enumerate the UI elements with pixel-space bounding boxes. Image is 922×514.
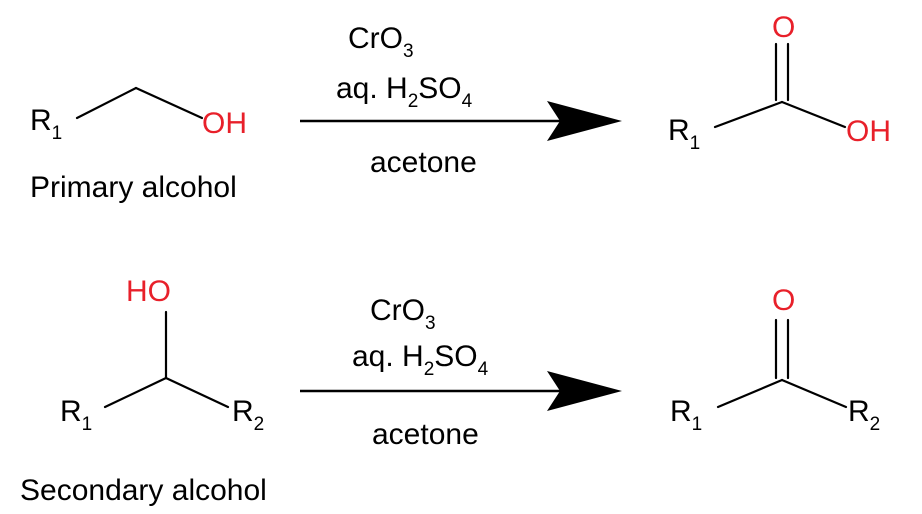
bond [716,378,784,409]
bond [164,376,230,409]
r1-label: R1 [670,395,702,435]
hydroxyl-label: HO [126,275,171,308]
carbonyl-oxygen-label: O [772,284,795,317]
reaction-arrow [300,101,622,141]
reagent-cro3: CrO3 [348,22,414,62]
bond [134,86,204,120]
bond [103,376,168,409]
bond [75,86,138,120]
primary-alcohol-label: Primary alcohol [30,171,237,204]
reagents-primary: CrO3 aq. H2SO4 acetone [336,22,477,179]
reagent-h2so4: aq. H2SO4 [352,340,489,380]
reagents-secondary: CrO3 aq. H2SO4 acetone [352,294,489,451]
carbonyl-oxygen-label: O [772,11,795,44]
ketone-structure: O R1 R2 [670,284,880,435]
r2-label: R2 [848,395,880,435]
reaction-arrow [300,371,622,411]
r2-label: R2 [232,395,264,435]
carboxylic-acid-structure: R1 O OH [668,11,891,154]
reagent-cro3: CrO3 [370,294,436,334]
reaction-primary: R1 OH Primary alcohol CrO3 aq. H2SO4 ace… [30,11,891,204]
bond [780,100,847,129]
reagent-h2so4: aq. H2SO4 [336,72,473,112]
hydroxyl-label: OH [846,115,891,148]
secondary-alcohol-label: Secondary alcohol [20,474,267,507]
solvent-acetone: acetone [370,146,477,179]
primary-alcohol-structure: R1 OH [30,86,247,144]
hydroxyl-label: OH [202,107,247,140]
bond [780,378,848,409]
r1-label: R1 [60,395,92,435]
reaction-secondary: HO R1 R2 Secondary alcohol CrO3 aq. H2SO… [20,275,880,507]
r1-label: R1 [668,114,700,154]
secondary-alcohol-structure: HO R1 R2 [60,275,264,435]
r1-label: R1 [30,104,62,144]
solvent-acetone: acetone [372,418,479,451]
bond [713,100,784,129]
